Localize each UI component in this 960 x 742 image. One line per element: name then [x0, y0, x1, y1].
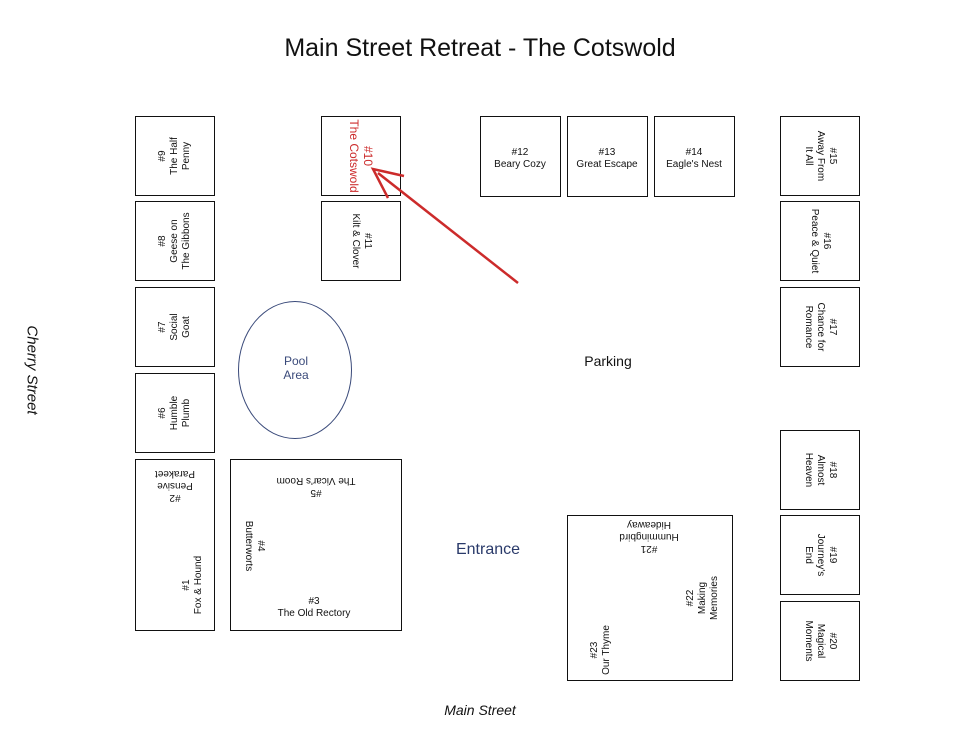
unit-1-2-box[interactable] — [135, 459, 215, 631]
unit-6-box[interactable] — [135, 373, 215, 453]
unit-3-4-5-box[interactable] — [230, 459, 402, 631]
unit-11-box[interactable] — [321, 201, 401, 281]
unit-10-box[interactable] — [321, 116, 401, 196]
unit-8-box[interactable] — [135, 201, 215, 281]
unit-20-box[interactable] — [780, 601, 860, 681]
unit-15-box[interactable] — [780, 116, 860, 196]
pool-area — [238, 301, 352, 439]
unit-18-box[interactable] — [780, 430, 860, 510]
unit-7-box[interactable] — [135, 287, 215, 367]
unit-12-box[interactable] — [480, 116, 561, 197]
unit-9-box[interactable] — [135, 116, 215, 196]
entrance-label: Entrance — [455, 541, 521, 558]
parking-label: Parking — [584, 353, 632, 369]
unit-14-box[interactable] — [654, 116, 735, 197]
unit-19-box[interactable] — [780, 515, 860, 595]
page-title: Main Street Retreat - The Cotswold — [284, 34, 676, 62]
unit-17-box[interactable] — [780, 287, 860, 367]
main-street-label: Main Street — [444, 702, 516, 718]
unit-21-22-23-box[interactable] — [567, 515, 733, 681]
unit-13-box[interactable] — [567, 116, 648, 197]
unit-16-box[interactable] — [780, 201, 860, 281]
